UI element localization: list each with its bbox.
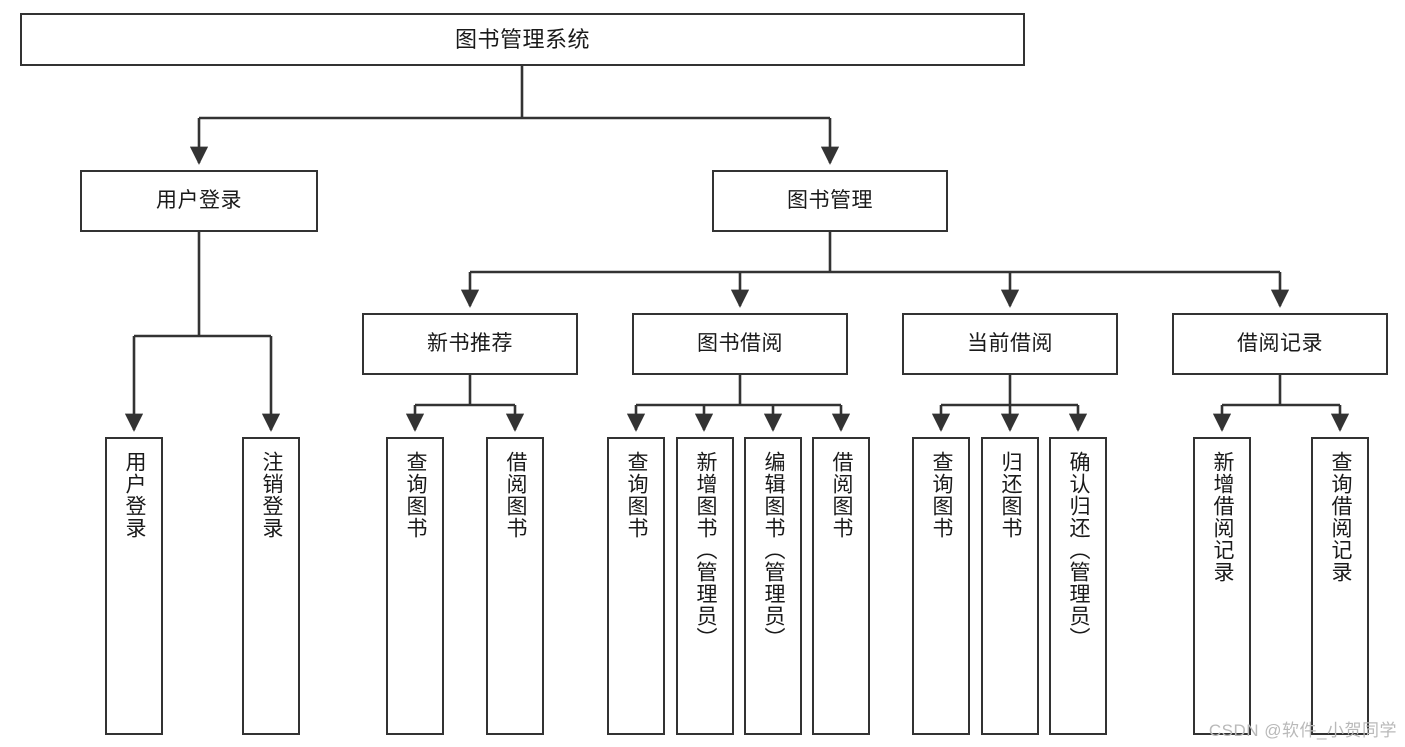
node-leaf-query-record-label: 查询借阅记录 bbox=[1329, 451, 1353, 583]
node-book-manage[interactable]: 图书管理 bbox=[712, 170, 948, 232]
node-current-borrow[interactable]: 当前借阅 bbox=[902, 313, 1118, 375]
node-leaf-return-book[interactable]: 归还图书 bbox=[981, 437, 1039, 735]
node-root-label: 图书管理系统 bbox=[454, 26, 590, 52]
node-leaf-query-book-2-label: 查询图书 bbox=[625, 451, 649, 539]
node-leaf-user-login[interactable]: 用户登录 bbox=[105, 437, 163, 735]
node-leaf-borrow-book-2[interactable]: 借阅图书 bbox=[812, 437, 870, 735]
node-leaf-user-login-label: 用户登录 bbox=[123, 451, 147, 539]
node-leaf-confirm-return[interactable]: 确认归还（管理员） bbox=[1049, 437, 1107, 735]
node-book-manage-label: 图书管理 bbox=[787, 188, 873, 212]
node-leaf-edit-book-label: 编辑图书（管理员） bbox=[762, 451, 786, 649]
node-borrow-record[interactable]: 借阅记录 bbox=[1172, 313, 1388, 375]
node-leaf-borrow-book-1[interactable]: 借阅图书 bbox=[486, 437, 544, 735]
node-leaf-logout-label: 注销登录 bbox=[260, 451, 284, 539]
node-root[interactable]: 图书管理系统 bbox=[20, 13, 1025, 66]
node-user-login-label: 用户登录 bbox=[156, 188, 242, 212]
node-leaf-add-book[interactable]: 新增图书（管理员） bbox=[676, 437, 734, 735]
node-current-borrow-label: 当前借阅 bbox=[967, 331, 1053, 355]
node-leaf-query-book-2[interactable]: 查询图书 bbox=[607, 437, 665, 735]
node-book-borrow[interactable]: 图书借阅 bbox=[632, 313, 848, 375]
node-user-login[interactable]: 用户登录 bbox=[80, 170, 318, 232]
node-leaf-edit-book[interactable]: 编辑图书（管理员） bbox=[744, 437, 802, 735]
node-leaf-query-record[interactable]: 查询借阅记录 bbox=[1311, 437, 1369, 735]
node-leaf-query-book-3[interactable]: 查询图书 bbox=[912, 437, 970, 735]
watermark: CSDN @软件_小贺同学 bbox=[1208, 721, 1397, 740]
node-new-book-recommend[interactable]: 新书推荐 bbox=[362, 313, 578, 375]
node-leaf-add-book-label: 新增图书（管理员） bbox=[694, 451, 718, 649]
node-leaf-borrow-book-1-label: 借阅图书 bbox=[504, 451, 528, 539]
node-leaf-query-book-1[interactable]: 查询图书 bbox=[386, 437, 444, 735]
node-new-book-recommend-label: 新书推荐 bbox=[427, 331, 513, 355]
node-leaf-return-book-label: 归还图书 bbox=[999, 451, 1023, 539]
node-leaf-logout[interactable]: 注销登录 bbox=[242, 437, 300, 735]
node-leaf-borrow-book-2-label: 借阅图书 bbox=[830, 451, 854, 539]
node-leaf-query-book-1-label: 查询图书 bbox=[404, 451, 428, 539]
node-book-borrow-label: 图书借阅 bbox=[697, 331, 783, 355]
node-leaf-confirm-return-label: 确认归还（管理员） bbox=[1067, 451, 1091, 649]
node-borrow-record-label: 借阅记录 bbox=[1237, 331, 1323, 355]
node-leaf-query-book-3-label: 查询图书 bbox=[930, 451, 954, 539]
node-leaf-add-record[interactable]: 新增借阅记录 bbox=[1193, 437, 1251, 735]
node-leaf-add-record-label: 新增借阅记录 bbox=[1211, 451, 1235, 583]
